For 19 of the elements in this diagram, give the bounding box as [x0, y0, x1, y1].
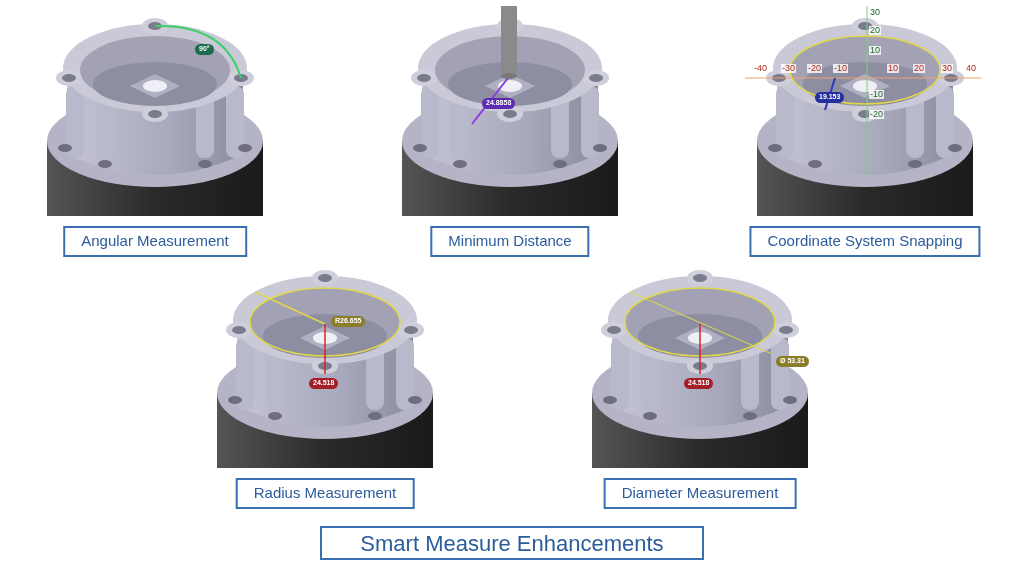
axis-tick-label: -40	[753, 64, 768, 73]
axis-tick-label: 10	[887, 64, 899, 73]
axis-tick-label: 30	[941, 64, 953, 73]
axis-tick-label: -30	[781, 64, 796, 73]
axis-tick-label: -10	[869, 90, 884, 99]
axis-tick-label: 10	[869, 46, 881, 55]
axis-tick-label: 40	[965, 64, 977, 73]
axis-tick-label: -20	[807, 64, 822, 73]
axis-tick-label: 20	[869, 26, 881, 35]
axis-tick-label: 20	[913, 64, 925, 73]
caption-box: Coordinate System Snapping	[749, 226, 981, 257]
axis-tick-label: 30	[869, 8, 881, 17]
title: Smart Measure Enhancements	[320, 526, 704, 560]
caption-box: Diameter Measurement	[603, 478, 797, 509]
caption-box: Angular Measurement	[63, 226, 247, 257]
caption-box: Radius Measurement	[235, 478, 415, 509]
axis-tick-label: -20	[869, 110, 884, 119]
axis-tick-label: -10	[833, 64, 848, 73]
caption-box: Minimum Distance	[430, 226, 590, 257]
